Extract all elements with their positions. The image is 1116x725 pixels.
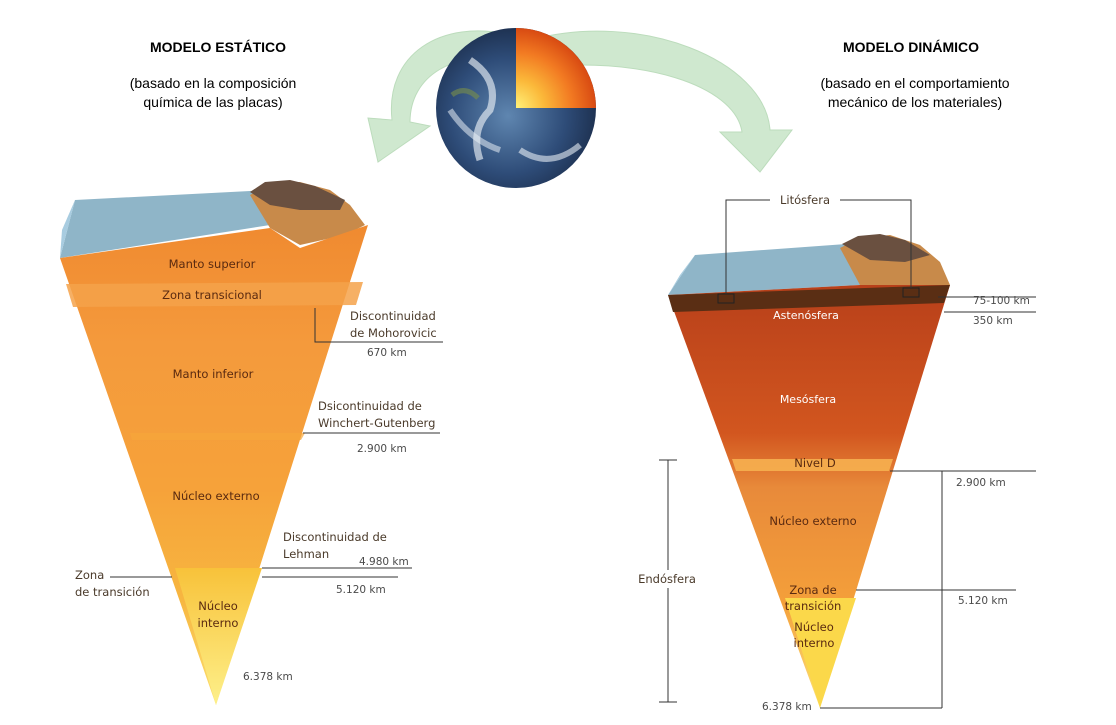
layer-nucleo-interno-line1: Núcleo	[198, 599, 238, 613]
layer-zona-transicional: Zona transicional	[162, 288, 262, 302]
mohorovicic-leader-line	[314, 308, 443, 343]
layer-mesosfera: Mesósfera	[780, 393, 836, 406]
asteno-depth: 350 km	[973, 315, 1013, 327]
rocks-icon-dynamic	[842, 234, 930, 262]
layer-manto-inferior: Manto inferior	[173, 367, 254, 381]
endosfera-label: Endósfera	[638, 572, 696, 586]
globe-icon	[436, 28, 596, 188]
center-depth-static: 6.378 km	[243, 671, 293, 683]
litosfera-bracket-left	[725, 199, 770, 294]
layer-manto-superior: Manto superior	[169, 257, 256, 271]
mohorovicic-label-line1: Discontinuidad	[350, 309, 436, 323]
dynamic-model-subtitle-line2: mecánico de los materiales)	[828, 94, 1002, 110]
mohorovicic-label-line2: de Mohorovicic	[350, 326, 437, 340]
gutenberg-depth: 2.900 km	[357, 443, 407, 455]
d-depth: 2.900 km	[956, 477, 1006, 489]
lithosphere-band	[668, 285, 950, 312]
lehman-label-line1: Discontinuidad de	[283, 530, 387, 544]
transition-depth-dynamic: 5.120 km	[958, 595, 1008, 607]
ocean-layer	[60, 190, 270, 258]
layer-nucleo-interno-line2: interno	[198, 616, 239, 630]
gutenberg-label-line2: Winchert-Gutenberg	[318, 416, 435, 430]
zona-transicion-label-line2: de transición	[75, 585, 150, 599]
static-model-subtitle-line1: (basado en la composición	[130, 75, 297, 91]
layer-zona-transicion-line2: transición	[785, 599, 842, 613]
dynamic-cone	[668, 234, 950, 708]
static-cone	[60, 180, 368, 705]
rocks-icon	[250, 180, 345, 210]
ocean-layer-dynamic	[668, 243, 860, 295]
lehman-label-line2: Lehman	[283, 547, 329, 561]
dynamic-model-title: MODELO DINÁMICO	[843, 39, 979, 55]
layer-nucleo-externo: Núcleo externo	[172, 489, 259, 503]
litosfera-bracket-right	[840, 199, 912, 288]
lehman-depth: 4.980 km	[359, 556, 409, 568]
layer-astenosfera: Astenósfera	[773, 309, 839, 322]
layer-nivel-d: Nivel D	[794, 456, 836, 470]
layer-zona-transicion-line1: Zona de	[789, 583, 836, 597]
litosfera-label: Litósfera	[780, 193, 830, 207]
static-model-title: MODELO ESTÁTICO	[150, 39, 286, 55]
transition-depth: 5.120 km	[336, 584, 386, 596]
gutenberg-label-line1: Dsicontinuidad de	[318, 399, 422, 413]
zona-transicion-label-line1: Zona	[75, 568, 104, 582]
mohorovicic-depth: 670 km	[367, 347, 407, 359]
center-depth-dynamic: 6.378 km	[762, 701, 812, 713]
dynamic-model-subtitle-line1: (basado en el comportamiento	[820, 75, 1009, 91]
green-arrow-right-icon	[529, 30, 794, 173]
lito-depth: 75-100 km	[973, 295, 1030, 307]
static-model-subtitle-line2: química de las placas)	[143, 94, 282, 110]
layer-nucleo-interno-dynamic-line1: Núcleo	[794, 620, 834, 634]
layer-nucleo-externo-dynamic: Núcleo externo	[769, 514, 856, 528]
layer-nucleo-interno-dynamic-line2: interno	[794, 636, 835, 650]
